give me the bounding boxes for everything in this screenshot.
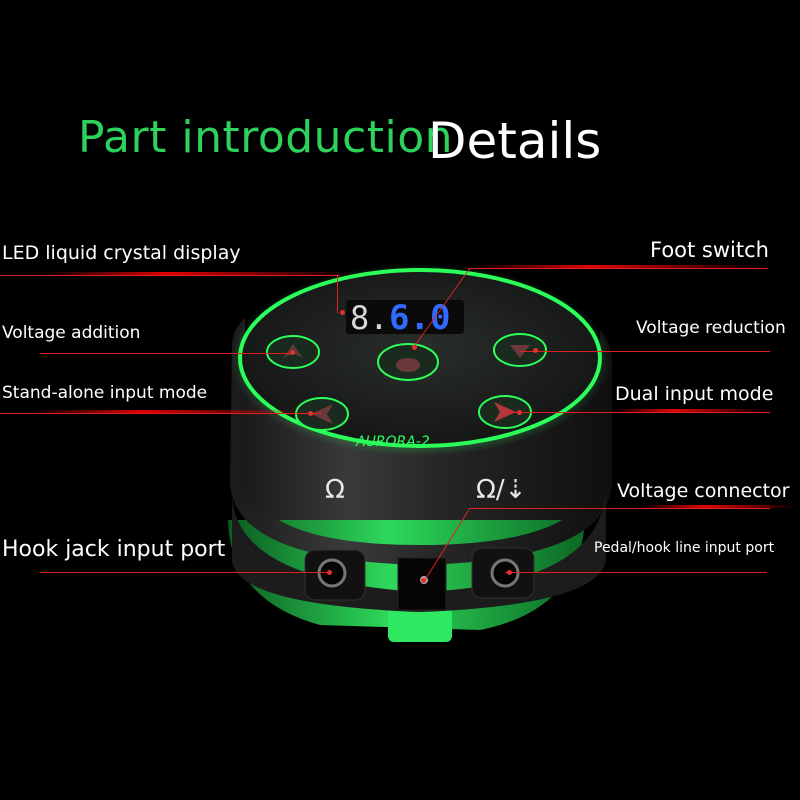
led-display [346, 300, 464, 334]
label-voltage-connector: Voltage connector [617, 480, 790, 502]
pedal-hook-port [490, 558, 520, 588]
label-hook-jack: Hook jack input port [2, 537, 226, 562]
hook-icon: Ω [325, 475, 345, 505]
title-details: Details [428, 112, 602, 170]
led-digits-blue: 6.0 [389, 298, 450, 338]
voltage-connector-port [397, 557, 447, 611]
hook-jack-port [317, 558, 347, 588]
title-part-introduction: Part introduction [78, 112, 454, 163]
label-voltage-reduction: Voltage reduction [636, 318, 786, 338]
pedal-hook-icon: Ω/⇣ [476, 475, 526, 505]
led-digit-8: 8. [350, 299, 389, 337]
label-foot-switch: Foot switch [650, 238, 769, 262]
label-pedal-hook: Pedal/hook line input port [594, 540, 775, 556]
label-standalone-mode: Stand-alone input mode [2, 383, 208, 403]
label-dual-mode: Dual input mode [615, 383, 774, 405]
brand-label: AURORA-2 [355, 434, 430, 450]
label-voltage-addition: Voltage addition [2, 323, 141, 343]
label-led-display: LED liquid crystal display [2, 242, 241, 264]
